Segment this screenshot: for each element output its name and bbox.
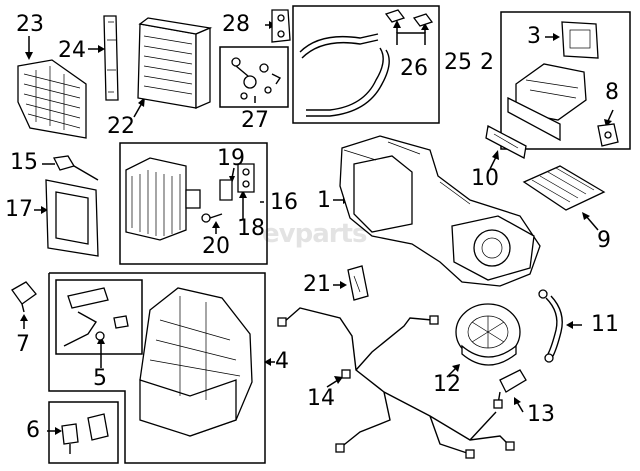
- part-23-filter-grille: [17, 59, 87, 139]
- callout-8[interactable]: 8: [605, 80, 619, 105]
- part-26-fittings: [384, 9, 434, 27]
- callout-12[interactable]: 12: [433, 372, 461, 397]
- part-16-heater-core: [125, 157, 201, 241]
- callout-24[interactable]: 24: [58, 38, 86, 63]
- part-10-bracket: [485, 125, 527, 159]
- callout-25[interactable]: 25: [444, 50, 472, 75]
- part-11-drain-hose: [538, 289, 563, 363]
- part-14-wiring-harness: [277, 307, 515, 459]
- callout-11[interactable]: 11: [591, 312, 619, 337]
- part-13-resistor: [497, 369, 527, 405]
- callout-19[interactable]: 19: [217, 146, 245, 171]
- part-21-seal: [347, 265, 369, 301]
- part-2-actuator-housing: [507, 63, 587, 142]
- callout-3[interactable]: 3: [527, 24, 541, 49]
- callout-18[interactable]: 18: [237, 216, 265, 241]
- part-12-blower-motor: [455, 303, 521, 366]
- callout-22[interactable]: 22: [107, 114, 135, 139]
- part-8-actuator: [597, 123, 619, 147]
- callout-7[interactable]: 7: [16, 332, 30, 357]
- part-28-expansion-valve: [271, 9, 291, 43]
- part-27-seals: [231, 57, 282, 100]
- callout-13[interactable]: 13: [527, 402, 555, 427]
- callout-14[interactable]: 14: [307, 386, 335, 411]
- callout-15[interactable]: 15: [10, 150, 38, 175]
- part-7-sensor: [11, 281, 37, 313]
- part-5-door-linkage: [63, 287, 129, 347]
- part-15-sensor: [53, 155, 99, 181]
- part-24-bracket: [103, 15, 119, 101]
- part-18-valve: [237, 163, 255, 193]
- callout-5[interactable]: 5: [93, 366, 107, 391]
- part-17-cabin-filter-frame: [45, 179, 99, 257]
- callout-2[interactable]: 2: [480, 50, 494, 75]
- callout-21[interactable]: 21: [303, 272, 331, 297]
- box-blend-door-actuator: [500, 11, 631, 150]
- box-heater-core-kit: [119, 142, 268, 265]
- part-1-hvac-case: [339, 135, 541, 287]
- callout-26[interactable]: 26: [400, 56, 428, 81]
- callout-4[interactable]: 4: [275, 349, 289, 374]
- part-3-seal: [561, 21, 599, 59]
- part-4-heater-housing: [139, 287, 253, 437]
- part-20-screw: [201, 213, 223, 223]
- callout-9[interactable]: 9: [597, 228, 611, 253]
- part-9-cabin-filter: [522, 165, 606, 211]
- part-25-refrigerant-lines: [299, 33, 390, 117]
- callout-16[interactable]: 16: [270, 190, 298, 215]
- box-seal-kit: [219, 46, 289, 108]
- callout-6[interactable]: 6: [26, 418, 40, 443]
- box-housing-assembly: [48, 272, 266, 464]
- part-19-clip: [219, 179, 233, 201]
- callout-23[interactable]: 23: [16, 12, 44, 37]
- part-22-evaporator: [137, 17, 213, 109]
- part-6-motor: [61, 413, 109, 454]
- box-motor-parts: [48, 401, 119, 464]
- callout-17[interactable]: 17: [5, 197, 33, 222]
- box-refrigerant-lines: [292, 5, 440, 124]
- callout-27[interactable]: 27: [241, 108, 269, 133]
- callout-1[interactable]: 1: [317, 188, 331, 213]
- box-door-parts: [55, 279, 143, 355]
- callout-20[interactable]: 20: [202, 234, 230, 259]
- callout-10[interactable]: 10: [471, 166, 499, 191]
- callout-28[interactable]: 28: [222, 12, 250, 37]
